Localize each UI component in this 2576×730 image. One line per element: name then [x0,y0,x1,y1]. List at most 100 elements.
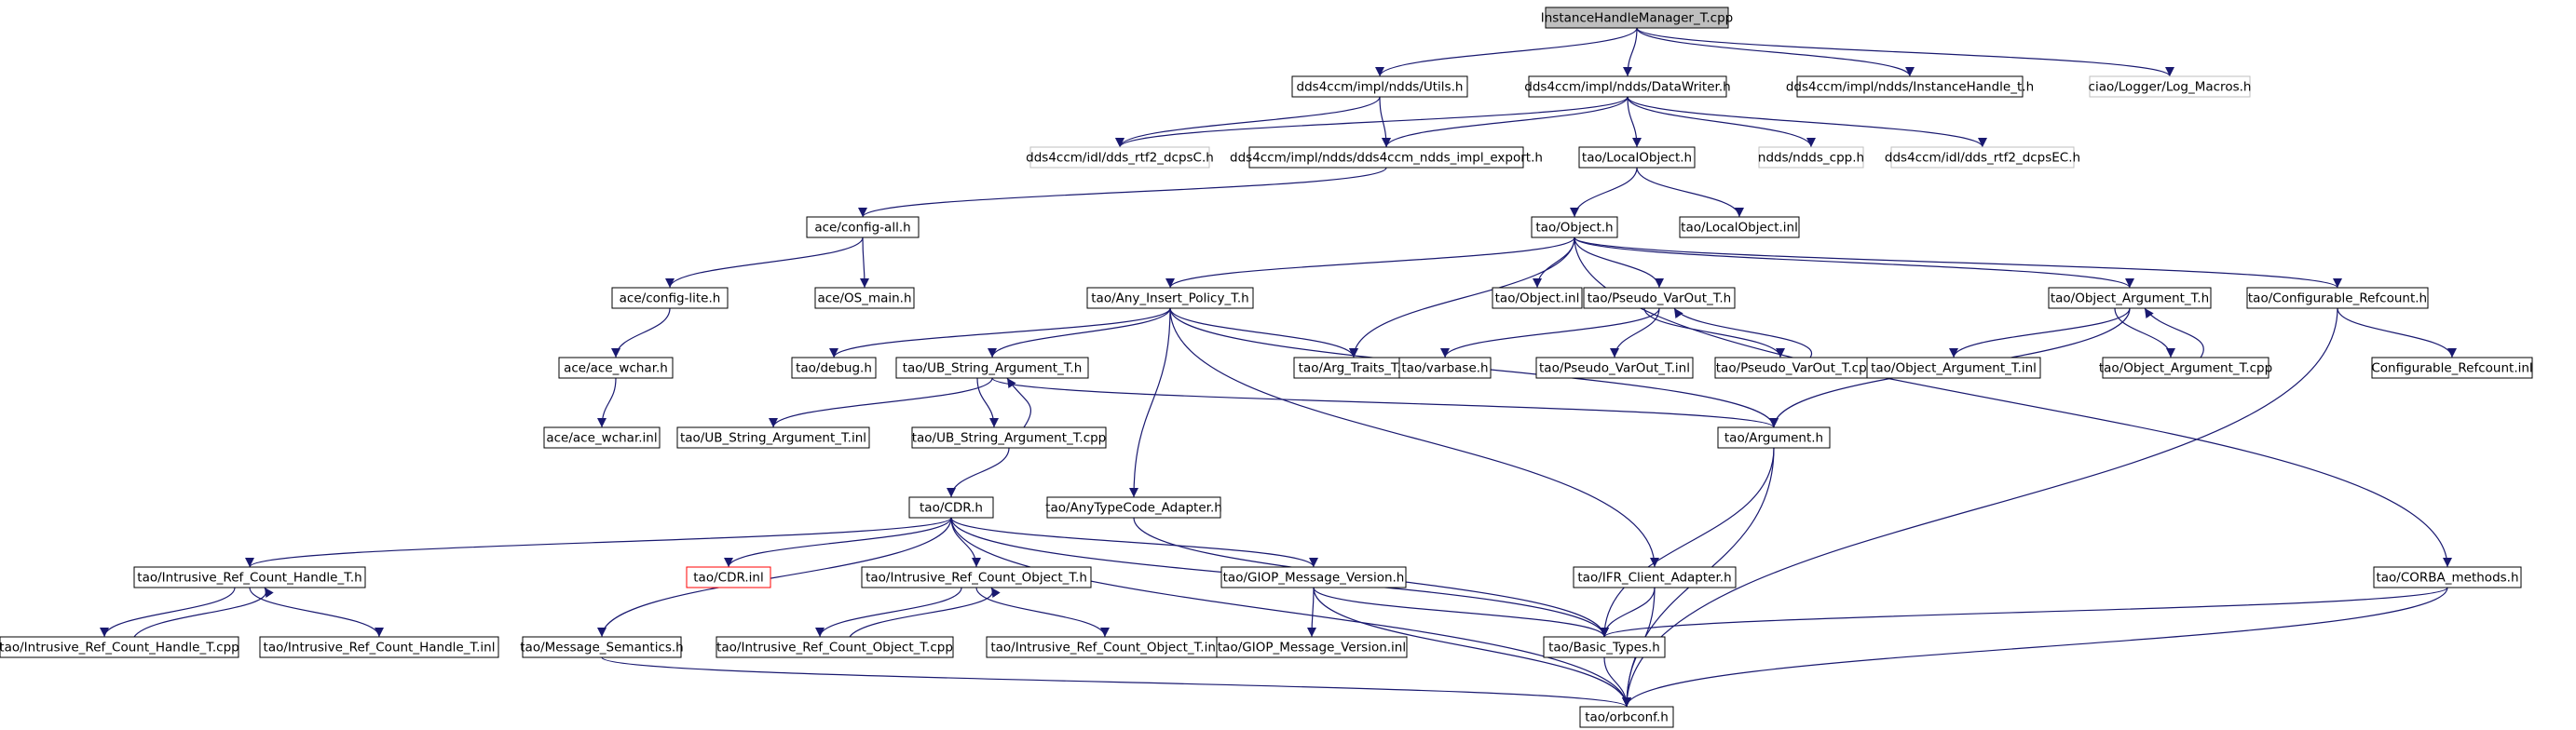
node-datawriter[interactable]: dds4ccm/impl/ndds/DataWriter.h [1524,75,1731,98]
node-box [133,566,366,588]
node-box [558,357,674,379]
node-label: tao/Basic_Types.h [1548,641,1660,656]
node-ubstring[interactable]: tao/UB_String_Argument_T.h [895,357,1089,379]
node-box [2089,75,2251,98]
node-label: tao/Intrusive_Ref_Count_Object_T.cpp [716,641,953,656]
edge-configrefcount-to-orbconf [1622,307,2338,708]
node-box [1866,357,2041,379]
node-intrusivehandle[interactable]: tao/Intrusive_Ref_Count_Handle_T.h [133,566,366,588]
node-argtraits[interactable]: tao/Arg_Traits_T.h [1293,357,1414,379]
node-pseudovaroutinl[interactable]: tao/Pseudo_VarOut_T.inl [1535,357,1694,379]
node-label: dds4ccm/idl/dds_rtf2_dcpsC.h [1026,151,1214,166]
node-label: tao/Object_Argument_T.cpp [2099,361,2272,376]
node-corbamethods[interactable]: tao/CORBA_methods.h [2373,566,2522,588]
node-label: tao/Pseudo_VarOut_T.inl [1539,361,1690,376]
node-box [895,357,1089,379]
edge-cdr-to-msgsemantics [597,517,952,638]
node-box [2373,566,2522,588]
node-objectarg[interactable]: tao/Object_Argument_T.h [2048,287,2212,309]
node-giopversioninl[interactable]: tao/GIOP_Message_Version.inl [1216,636,1408,658]
node-debug[interactable]: tao/debug.h [791,357,877,379]
node-implexport[interactable]: dds4ccm/impl/ndds/dds4ccm_ndds_impl_expo… [1230,146,1543,169]
node-box [543,426,661,449]
node-varbase[interactable]: tao/varbase.h [1398,357,1492,379]
edge-object-to-corbamethods [1574,237,2452,568]
node-intrusivehandleinl[interactable]: tao/Intrusive_Ref_Count_Handle_T.inl [259,636,499,658]
node-anytypecode[interactable]: tao/AnyTypeCode_Adapter.h [1045,496,1222,519]
node-label: tao/LocalObject.h [1582,151,1692,166]
node-basictypes[interactable]: tao/Basic_Types.h [1543,636,1666,658]
node-ifrclient[interactable]: tao/IFR_Client_Adapter.h [1573,566,1737,588]
node-acewcharinl[interactable]: ace/ace_wchar.inl [543,426,661,449]
node-nddscpp[interactable]: ndds/ndds_cpp.h [1758,146,1864,169]
node-osmain[interactable]: ace/OS_main.h [814,287,915,309]
node-intrusiveobjectcpp[interactable]: tao/Intrusive_Ref_Count_Object_T.cpp [716,636,954,658]
edge-anyinsert-to-anytypecode [1129,307,1171,498]
node-intrusivehandlecpp[interactable]: tao/Intrusive_Ref_Count_Handle_T.cpp [0,636,239,658]
edge-anyinsert-to-ubstring [988,307,1171,358]
node-objectinl[interactable]: tao/Object.inl [1492,287,1583,309]
node-configlite[interactable]: ace/config-lite.h [611,287,729,309]
node-localobject[interactable]: tao/LocalObject.h [1578,146,1696,169]
node-cdrinl[interactable]: tao/CDR.inl [686,566,771,588]
node-ubstringinl[interactable]: tao/UB_String_Argument_T.inl [676,426,870,449]
node-argument[interactable]: tao/Argument.h [1717,426,1831,449]
node-utils[interactable]: dds4ccm/impl/ndds/Utils.h [1291,75,1468,98]
node-configrefcount[interactable]: tao/Configurable_Refcount.h [2246,287,2429,309]
node-box [1796,75,2024,98]
node-giopversion[interactable]: tao/GIOP_Message_Version.h [1220,566,1407,588]
node-orbconf[interactable]: tao/orbconf.h [1579,706,1674,728]
node-box [814,287,915,309]
edge-configall-to-osmain [859,237,869,289]
node-box [1046,496,1221,519]
node-pseudovaroutcpp[interactable]: tao/Pseudo_VarOut_T.cpp [1714,357,1876,379]
node-intrusiveobject[interactable]: tao/Intrusive_Ref_Count_Object_T.h [861,566,1092,588]
edge-cdr-to-intrusivehandle [245,517,952,568]
node-box [1578,146,1696,169]
node-configall[interactable]: ace/config-all.h [806,216,920,238]
edge-objectargcpp-to-objectarg [2144,307,2204,358]
node-intrusiveobjectinl[interactable]: tao/Intrusive_Ref_Count_Object_T.inl [986,636,1224,658]
edge-intrusiveobject-to-intrusiveobjectcpp [815,587,962,638]
node-objectarginl[interactable]: tao/Object_Argument_T.inl [1866,357,2041,379]
node-label: tao/UB_String_Argument_T.h [903,361,1083,376]
edge-cdr-to-cdrinl [724,517,952,568]
node-label: dds4ccm/impl/ndds/dds4ccm_ndds_impl_expo… [1230,151,1543,166]
node-object[interactable]: tao/Object.h [1531,216,1618,238]
node-msgsemantics[interactable]: tao/Message_Semantics.h [520,636,684,658]
node-label: ndds/ndds_cpp.h [1758,151,1864,166]
node-label: tao/Message_Semantics.h [520,641,684,656]
node-logmacros[interactable]: ciao/Logger/Log_Macros.h [2089,75,2252,98]
node-configrefcountinl[interactable]: Configurable_Refcount.inl [2371,357,2533,379]
node-cdr[interactable]: tao/CDR.h [908,496,994,519]
node-instancehandle[interactable]: dds4ccm/impl/ndds/InstanceHandle_t.h [1786,75,2034,98]
node-objectargcpp[interactable]: tao/Object_Argument_T.cpp [2099,357,2272,379]
node-label: tao/Intrusive_Ref_Count_Handle_T.h [137,571,361,586]
node-box [522,636,682,658]
node-box [1535,357,1694,379]
edge-root-to-utils [1375,27,1638,77]
node-label: dds4ccm/idl/dds_rtf2_dcpsEC.h [1885,151,2080,166]
node-box [1398,357,1492,379]
node-localobjectinl[interactable]: tao/LocalObject.inl [1679,216,1800,238]
edge-msgsemantics-to-orbconf [601,656,1631,708]
edge-pseudovarout-to-pseudovaroutcpp [1643,307,1785,358]
node-box [259,636,499,658]
node-anyinsert[interactable]: tao/Any_Insert_Policy_T.h [1086,287,1254,309]
node-pseudovarout[interactable]: tao/Pseudo_VarOut_T.h [1583,287,1736,309]
node-ubstringcpp[interactable]: tao/UB_String_Argument_T.cpp [911,426,1107,449]
edge-datawriter-to-rtf2dcpsc [1115,96,1629,148]
node-label: dds4ccm/impl/ndds/DataWriter.h [1524,80,1730,95]
node-root[interactable]: InstanceHandleManager_T.cpp [1541,7,1733,29]
node-acewchar[interactable]: ace/ace_wchar.h [558,357,674,379]
node-box [686,566,771,588]
node-rtf2dcpsc[interactable]: dds4ccm/idl/dds_rtf2_dcpsC.h [1026,146,1214,169]
node-rtf2dcpsec[interactable]: dds4ccm/idl/dds_rtf2_dcpsEC.h [1885,146,2080,169]
node-label: Configurable_Refcount.inl [2371,361,2532,376]
edge-anyinsert-to-debug [829,307,1171,358]
node-label: tao/GIOP_Message_Version.inl [1218,641,1406,656]
node-box [806,216,920,238]
edge-utils-to-rtf2dcpsc [1115,96,1381,148]
node-box [1528,75,1727,98]
